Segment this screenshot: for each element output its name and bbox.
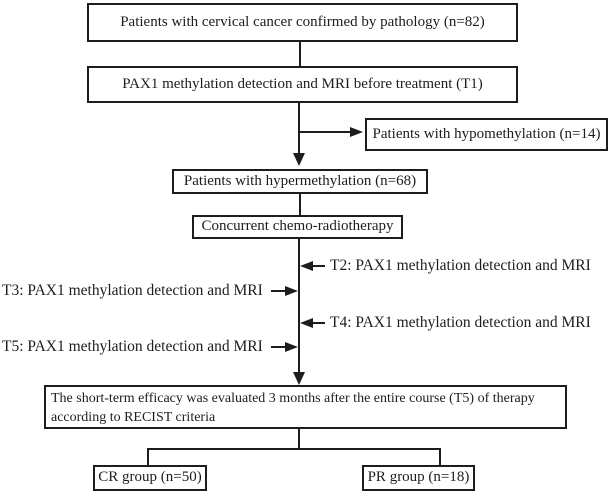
box-hypermethylation-label: Patients with hypermethylation (n=68) <box>183 172 417 189</box>
annotation-t5: T5: PAX1 methylation detection and MRI <box>2 338 263 355</box>
t3-arrow-shaft <box>271 290 285 292</box>
box-chemoradiotherapy-label: Concurrent chemo-radiotherapy <box>201 218 394 235</box>
arrowhead-down-icon <box>293 372 305 385</box>
arrowhead-down-icon <box>293 153 305 166</box>
box-cr-group: CR group (n=50) <box>93 465 207 491</box>
box-detection-t1: PAX1 methylation detection and MRI befor… <box>87 66 518 103</box>
box-hypomethylation: Patients with hypomethylation (n=14) <box>365 118 608 151</box>
t4-arrow-shaft <box>313 322 325 324</box>
box-pr-group: PR group (n=18) <box>362 465 475 491</box>
box-pathology-label: Patients with cervical cancer confirmed … <box>120 13 485 30</box>
arrowhead-right-icon <box>285 286 298 296</box>
t2-arrow-shaft <box>313 265 325 267</box>
connector-pathology-to-detection <box>299 42 301 66</box>
box-hypomethylation-label: Patients with hypomethylation (n=14) <box>372 125 601 142</box>
box-evaluation: The short-term efficacy was evaluated 3 … <box>44 385 567 429</box>
annotation-t4: T4: PAX1 methylation detection and MRI <box>330 314 591 331</box>
box-cr-group-label: CR group (n=50) <box>98 469 202 486</box>
connector-drop-cr <box>147 448 149 465</box>
annotation-t3: T3: PAX1 methylation detection and MRI <box>2 282 263 299</box>
box-chemoradiotherapy: Concurrent chemo-radiotherapy <box>192 215 403 239</box>
annotation-t2: T2: PAX1 methylation detection and MRI <box>330 257 591 274</box>
connector-detection-to-hyper <box>298 103 300 154</box>
box-detection-t1-label: PAX1 methylation detection and MRI befor… <box>122 75 483 92</box>
connector-chemo-to-evaluation <box>298 239 300 373</box>
arrowhead-left-icon <box>300 318 313 328</box>
box-hypermethylation: Patients with hypermethylation (n=68) <box>172 169 428 194</box>
box-pathology: Patients with cervical cancer confirmed … <box>87 3 518 42</box>
box-evaluation-line2: according to RECIST criteria <box>51 409 216 425</box>
box-evaluation-line1: The short-term efficacy was evaluated 3 … <box>51 391 535 406</box>
arrowhead-right-icon <box>350 127 363 137</box>
connector-drop-pr <box>439 448 441 465</box>
connector-hyper-to-chemo <box>299 194 301 215</box>
connector-split-horizontal <box>147 448 441 450</box>
arrowhead-left-icon <box>300 261 313 271</box>
box-pr-group-label: PR group (n=18) <box>367 469 470 486</box>
connector-evaluation-stem <box>298 429 300 449</box>
t5-arrow-shaft <box>271 346 285 348</box>
arrowhead-right-icon <box>285 342 298 352</box>
connector-branch-hypo <box>299 131 350 133</box>
